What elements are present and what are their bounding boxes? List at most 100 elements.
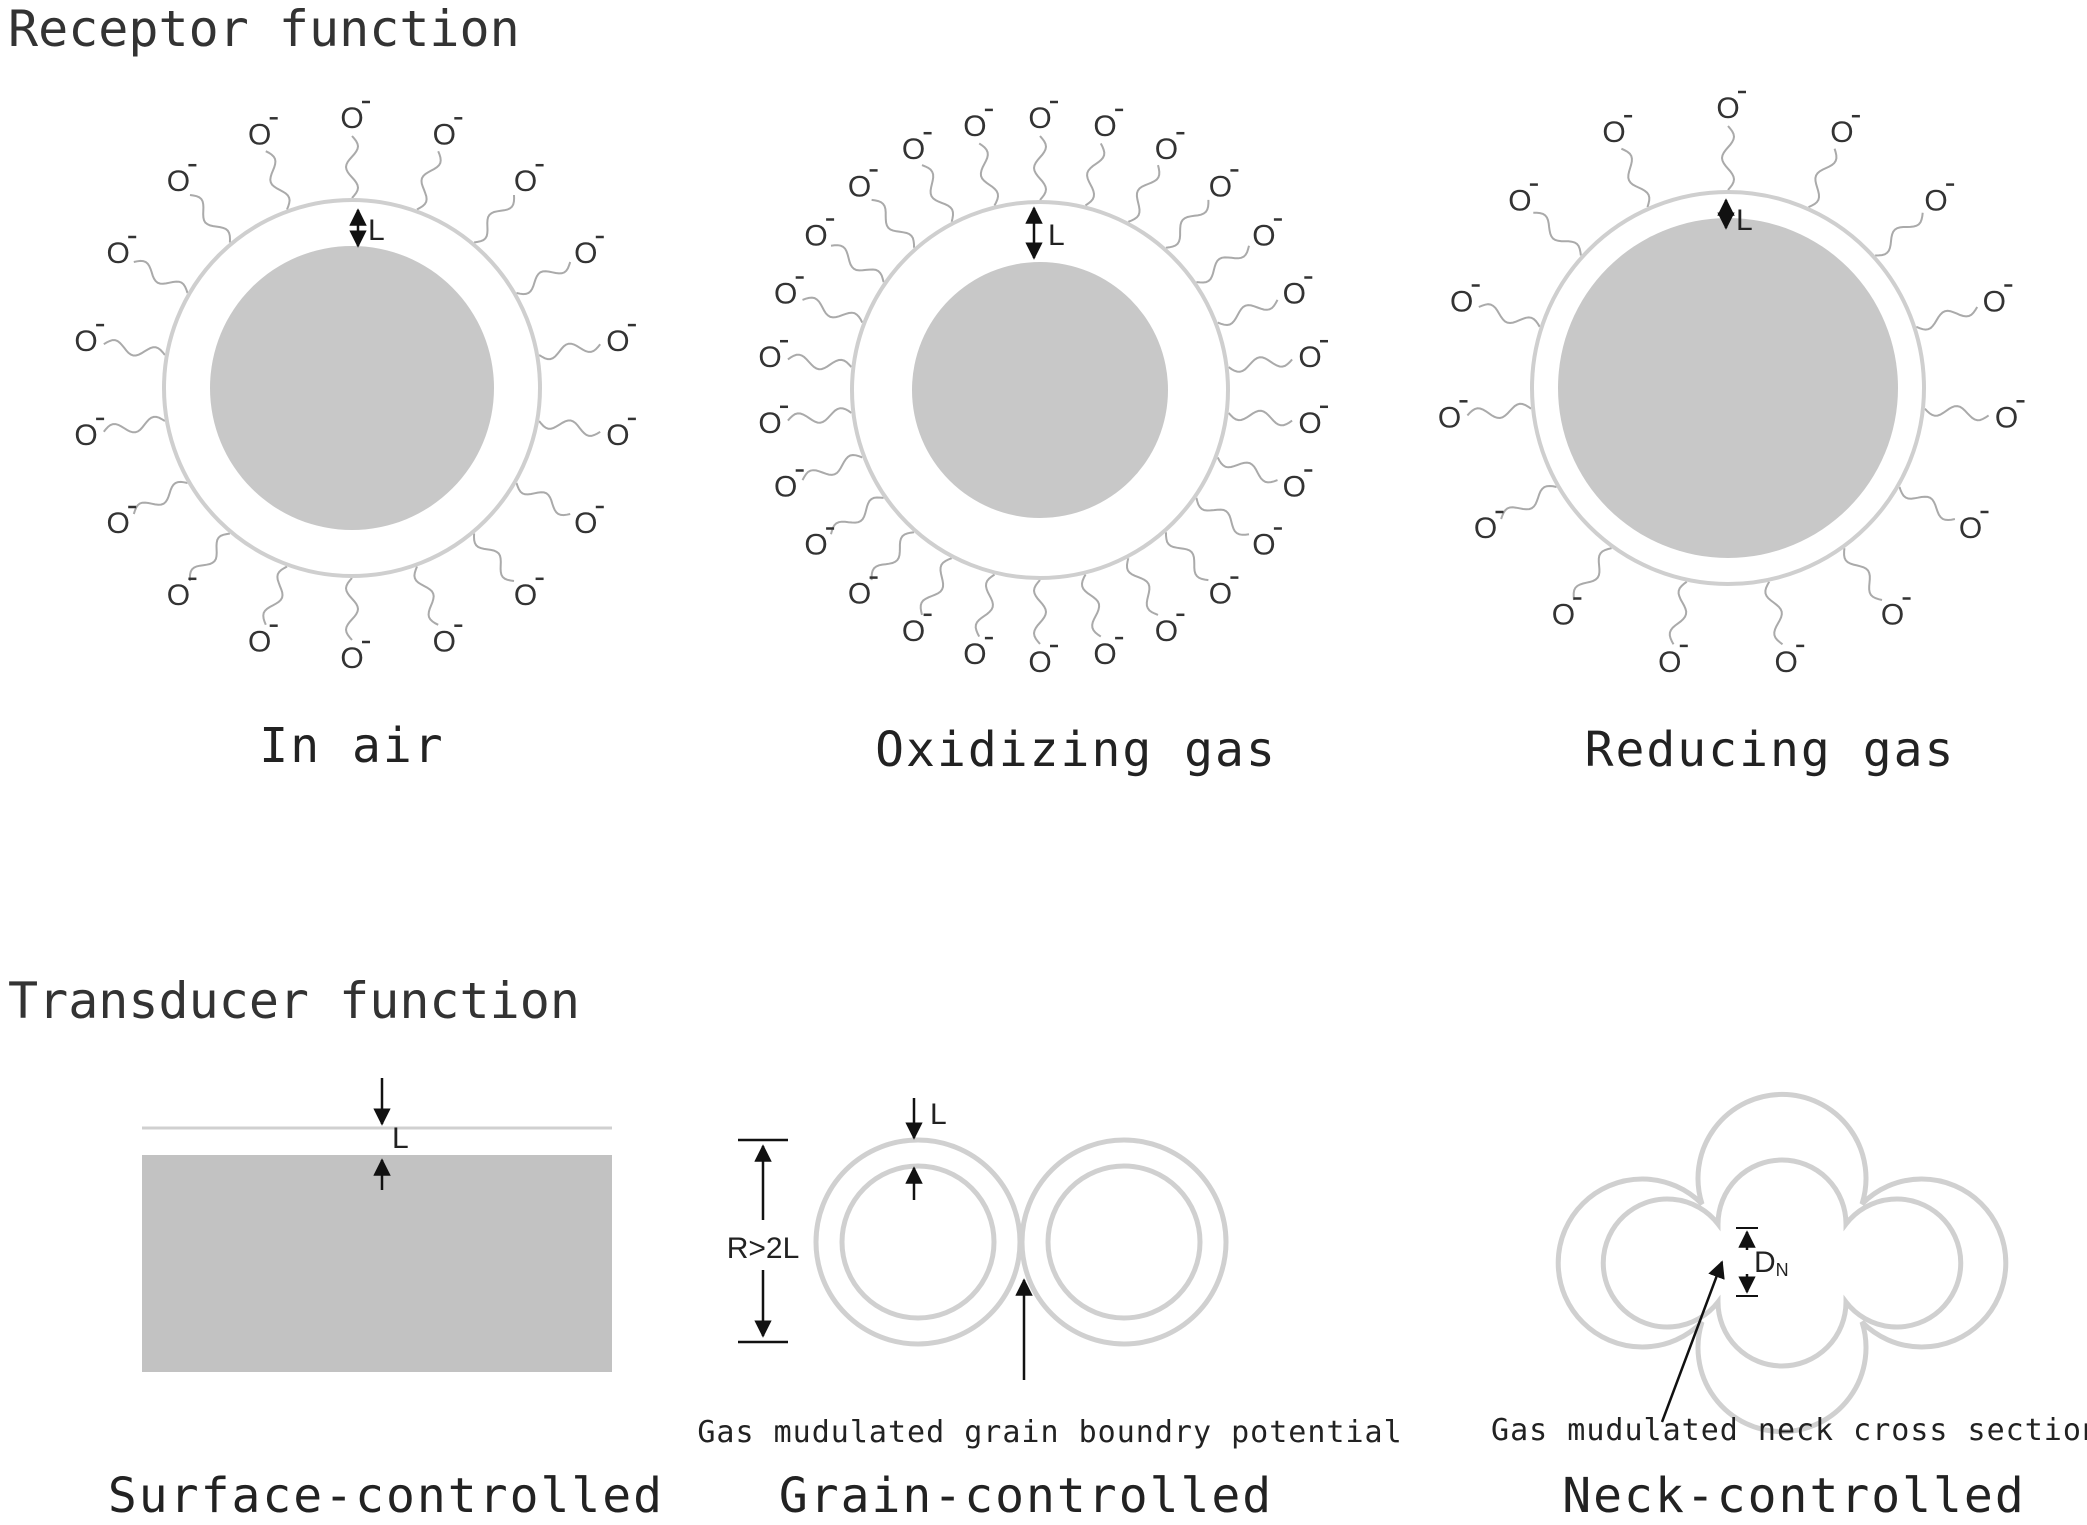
ion-tether	[1032, 579, 1048, 645]
ion-tether	[787, 353, 853, 371]
oxygen-ion: O	[1252, 529, 1275, 562]
ion-tether	[1620, 147, 1651, 208]
oxygen-ion: O	[514, 165, 537, 198]
ion-tether	[538, 342, 601, 361]
oxygen-ion: O	[1552, 599, 1575, 632]
oxygen-ion: O	[848, 170, 871, 203]
grain-controlled-panel: R>2L L Gas mudulated grain boundry poten…	[697, 1098, 1402, 1524]
oxygen-ion: O	[1252, 220, 1275, 253]
ion-tether	[516, 261, 572, 296]
oxygen-ion: O	[1283, 278, 1306, 311]
neck-note: Gas mudulated neck cross section	[1491, 1413, 2087, 1448]
oxygen-ion: O	[1028, 646, 1051, 679]
oxygen-ion: O	[774, 471, 797, 504]
ion-tether	[787, 407, 852, 424]
ion-tether	[344, 577, 360, 641]
grain-core	[210, 246, 494, 530]
ion-tether	[344, 135, 360, 199]
ion-tether	[515, 482, 571, 517]
oxygen-ion: O	[340, 102, 363, 135]
ion-tether	[830, 496, 884, 535]
oxygen-ion: O	[1155, 133, 1178, 166]
oxygen-ion: O	[248, 626, 271, 659]
ion-tether	[1915, 306, 1979, 331]
oxygen-ion: O	[804, 220, 827, 253]
bulk-block	[142, 1155, 612, 1372]
ion-tether	[1843, 548, 1883, 601]
oxygen-ion: O	[1155, 615, 1178, 648]
oxygen-ion: O	[902, 615, 925, 648]
oxygen-ion: O	[902, 133, 925, 166]
oxygen-ion: O	[1209, 170, 1232, 203]
oxygen-ion: O	[1959, 512, 1982, 545]
ion-tether	[413, 566, 439, 626]
oxygen-ion: O	[1474, 512, 1497, 545]
oxygen-ion: O	[758, 341, 781, 374]
ion-tether	[473, 194, 516, 244]
oxygen-ion: O	[167, 579, 190, 612]
panel-caption: Neck-controlled	[1562, 1468, 2025, 1524]
ion-tether	[1500, 484, 1557, 520]
oxygen-ion: O	[606, 325, 629, 358]
oxygen-ion: O	[107, 507, 130, 540]
layer-width-label: L	[930, 1098, 947, 1131]
ion-tether	[919, 557, 953, 616]
ion-tether	[1808, 148, 1838, 209]
ion-tether	[1720, 125, 1736, 191]
ion-tether	[1227, 409, 1293, 427]
grain-outer-ring	[813, 1137, 1023, 1347]
oxygen-ion: O	[1983, 286, 2006, 319]
grain-outer-ring	[1019, 1137, 1229, 1347]
oxygen-ion: O	[248, 118, 271, 151]
panel-caption: Grain-controlled	[779, 1468, 1273, 1524]
panel-caption: Surface-controlled	[108, 1468, 664, 1524]
transducer-section-title: Transducer function	[8, 972, 580, 1030]
oxygen-ion: O	[774, 278, 797, 311]
ion-tether	[1466, 402, 1532, 420]
ion-tether	[1478, 303, 1541, 328]
oxygen-ion: O	[848, 578, 871, 611]
ion-tether	[1924, 405, 1990, 422]
oxygen-ion: O	[574, 237, 597, 270]
ion-tether	[1084, 142, 1106, 207]
grain-core	[1558, 218, 1898, 558]
oxygen-ion: O	[963, 110, 986, 143]
depletion-width-label: L	[1048, 219, 1065, 252]
oxygen-ion: O	[340, 642, 363, 675]
oxygen-ion: O	[1995, 401, 2018, 434]
receptor-section-title: Receptor function	[8, 0, 520, 58]
ion-tether	[103, 339, 166, 357]
neck-pointer-arrow	[1660, 1260, 1725, 1423]
ion-tether	[1080, 574, 1102, 638]
oxygen-ion: O	[574, 507, 597, 540]
oxygen-ion: O	[1508, 185, 1531, 218]
oxygen-ion: O	[1209, 578, 1232, 611]
oxygen-ion: O	[1450, 286, 1473, 319]
ion-tether	[1217, 299, 1279, 327]
oxygen-ion: O	[1775, 646, 1798, 679]
oxygen-ion: O	[74, 325, 97, 358]
grain-core	[912, 262, 1168, 518]
ion-tether	[1533, 211, 1582, 256]
oxygen-ion: O	[1093, 638, 1116, 671]
oxygen-ion: O	[514, 579, 537, 612]
ion-tether	[870, 531, 915, 581]
ion-tether	[262, 565, 288, 626]
surface-controlled-panel: L Surface-controlled	[108, 1078, 664, 1524]
ion-tether	[830, 244, 885, 283]
oxygen-ion: O	[433, 626, 456, 659]
depletion-width-label: L	[1736, 204, 1753, 237]
neck-width-label: DN	[1754, 1246, 1789, 1280]
panel-caption: Reducing gas	[1585, 722, 1956, 778]
ion-tether	[1875, 212, 1924, 257]
ion-tether	[133, 259, 189, 294]
ion-tether	[103, 415, 166, 434]
ion-tether	[1572, 547, 1612, 601]
oxygen-ion: O	[1881, 599, 1904, 632]
